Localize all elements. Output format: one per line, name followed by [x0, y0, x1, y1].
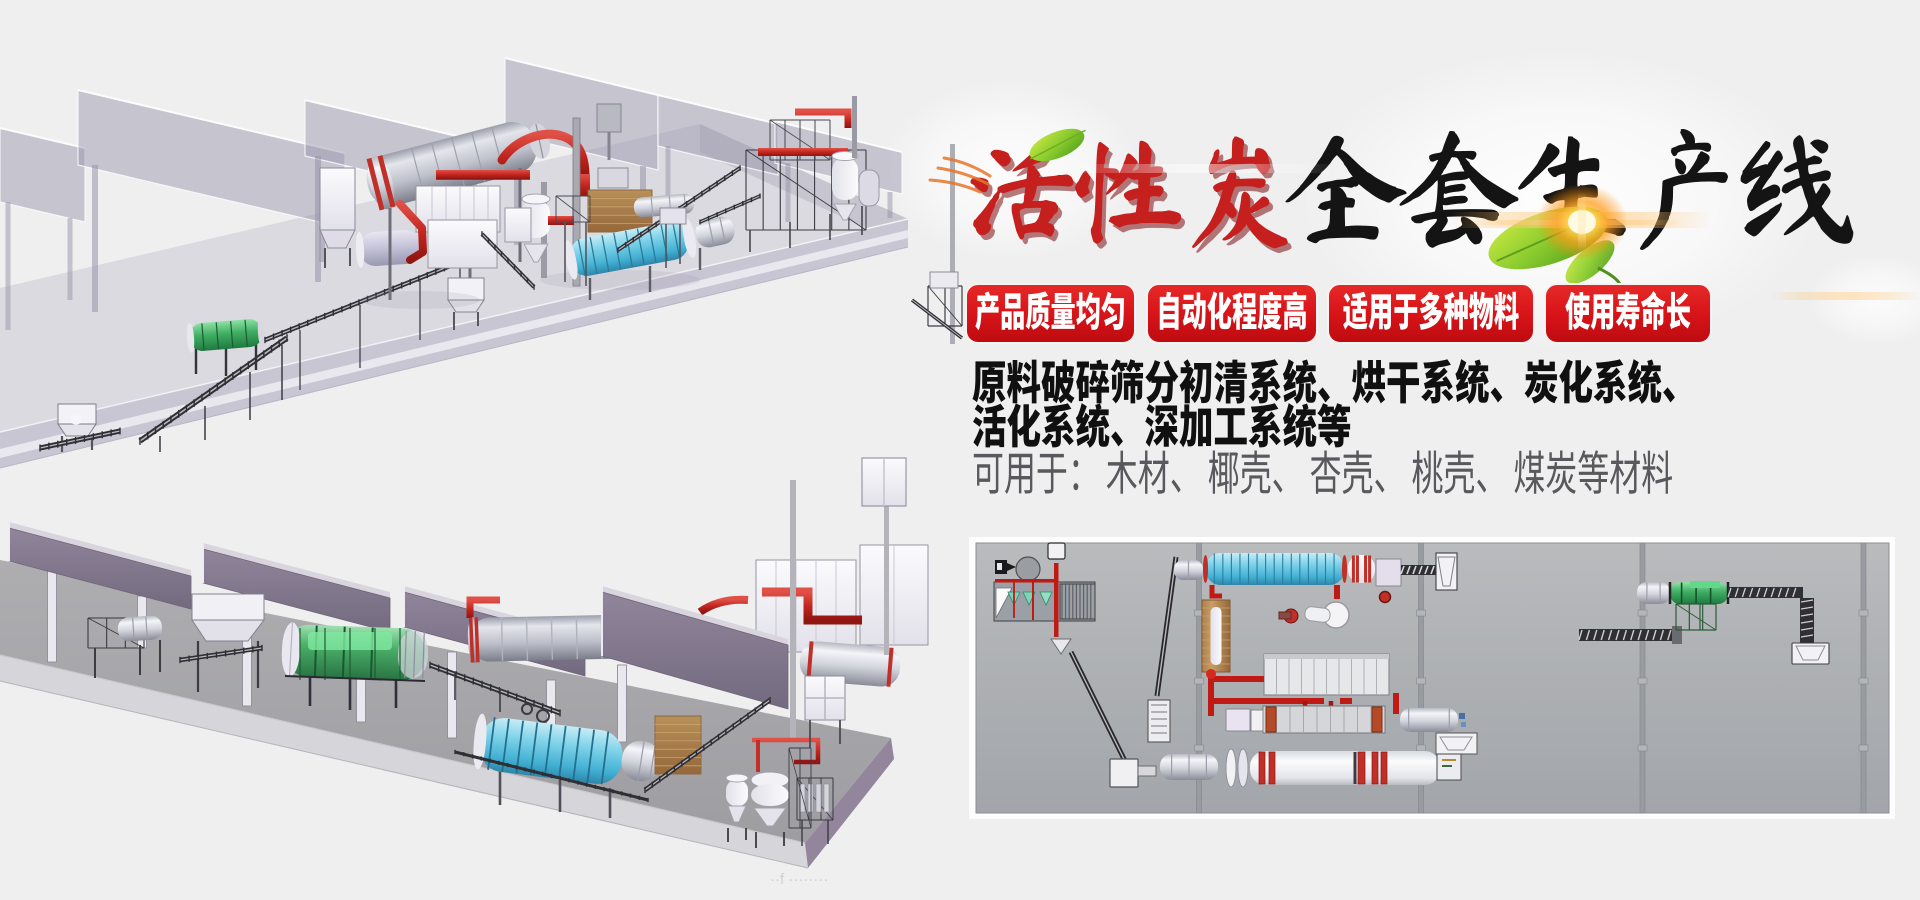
svg-text:··f ········: ··f ········ — [770, 871, 828, 888]
